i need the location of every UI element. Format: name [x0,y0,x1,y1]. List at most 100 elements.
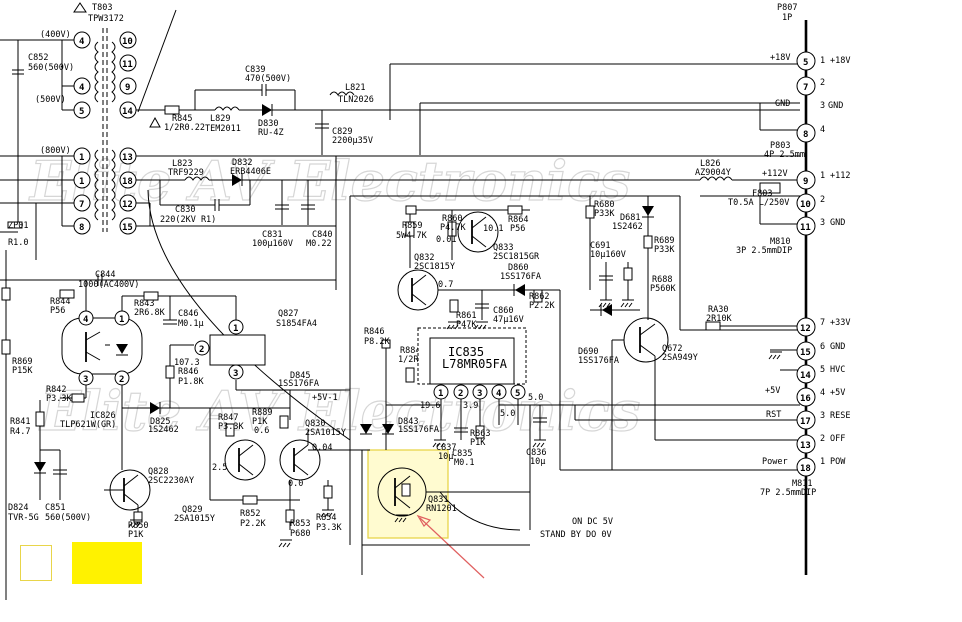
q828-ref: Q828 [148,467,168,477]
r860-val: P4.7K [440,223,466,233]
d690-val: 1SS176FA [578,356,619,366]
d824-ref: D824 [8,503,28,513]
f803-ref: F803 [752,189,772,199]
m811-ref: M811 [792,479,812,489]
t-pin-4: 4 [79,83,85,93]
conn-11: 11 [800,223,811,233]
svg-text:RESE: RESE [830,411,850,421]
c831-ref: C831 [262,230,282,240]
warning-triangle-icon-2 [149,116,161,128]
ic835-body [429,337,515,385]
d830-val: RU-4Z [258,128,284,138]
svg-text:3: 3 [820,218,825,228]
r863-val: P1K [470,438,486,448]
q832-val: 2SC1815Y [414,262,455,272]
svg-text:4: 4 [820,388,825,398]
t-pin-11: 11 [122,60,133,70]
l829-ref: L829 [210,114,230,124]
r841-ref: R841 [10,417,30,427]
r869-ref: R869 [12,357,32,367]
q828-val: 2SC2230AY [148,476,194,486]
conn-18: 18 [800,464,811,474]
svg-text:7: 7 [820,318,825,328]
r843-val: 2R6.8K [134,308,166,318]
svg-text:+33V: +33V [830,318,850,328]
ic826-ref: IC826 [90,411,116,421]
c852-ref: C852 [28,53,48,63]
r680-val: P33K [594,209,615,219]
m810-ref: M810 [770,237,790,247]
r859-ref: R859 [402,221,422,231]
r853-ref: R853 [290,519,310,529]
t-pin-4a: 4 [79,37,85,47]
v196-label: 19.6 [420,401,440,411]
r688-val: P560K [650,284,676,294]
r844-ref: R844 [50,297,70,307]
r852-ref: R852 [240,509,260,519]
d690-ref: D690 [578,347,598,357]
d843-val: 1SS176FA [398,425,439,435]
p803-type: 4P 2.5mm [764,150,805,160]
d681-val: 1S2462 [612,222,643,232]
c831-val: 100μ160V [252,239,293,249]
highlight-box-filled [72,542,142,584]
ic835-pin1: 1 [438,389,443,399]
transformer-t803: T803 TPW3172 10 11 9 14 13 18 12 15 4 4 … [35,2,137,235]
svg-text:4: 4 [820,125,825,135]
d860-val: 1SS176FA [500,272,541,282]
c829-val: 2200μ35V [332,136,373,146]
r850-val: P1K [128,530,144,540]
conn-13: 13 [800,441,811,451]
label-rst: RST [766,410,781,420]
r841-val: R4.7 [10,427,30,437]
ic835-pin2: 2 [458,389,463,399]
ic826-pin2: 2 [119,375,124,385]
r862-ref: R862 [529,292,549,302]
r842-ref: R842 [46,385,66,395]
conn-17: 17 [800,417,811,427]
ic835-val: L78MR05FA [442,357,508,371]
ic835-pin4: 4 [496,389,502,399]
m810-type: 3P 2.5mmDIP [736,246,792,256]
r843-ref: R843 [134,299,154,309]
c839-ref: C839 [245,65,265,75]
r689-ref: R689 [654,236,674,246]
d824-val: TVR-5G [8,513,39,523]
zp01-val: R1.0 [8,238,28,248]
l823-val: TRF9229 [168,168,204,178]
svg-text:5: 5 [820,365,825,375]
c860-ref: C860 [493,306,513,316]
v004-label: 0.04 [312,443,332,453]
conn-16: 16 [800,394,811,404]
c840-val: M0.22 [306,239,332,249]
svg-text:6: 6 [820,342,825,352]
d832-val: ERB4406E [230,167,271,177]
warning-triangle-icon [73,2,87,13]
c836-val: 10μ [530,457,545,467]
t-pin-9: 9 [125,83,130,93]
v1073-label: 107.3 [174,358,200,368]
q829-ref: Q829 [182,505,202,515]
c836-ref: C836 [526,448,546,458]
c840-ref: C840 [312,230,332,240]
t-pin-5: 5 [79,107,84,117]
ic826-optocoupler: 4 1 3 2 [61,310,143,386]
t-pin-7: 7 [79,200,84,210]
svg-text:1: 1 [820,56,825,66]
r861-val: P47K [456,320,477,330]
q831-val: RN1201 [426,504,457,514]
q832-ref: Q832 [414,253,434,263]
t-pin-10: 10 [122,37,133,47]
r680-ref: R680 [594,200,614,210]
p807-type: 1P [782,13,792,23]
tap-800v: (800V) [40,146,71,156]
ic835-pin5: 5 [515,389,520,399]
r861-ref: R861 [456,311,476,321]
r860-ref: R860 [442,214,462,224]
svg-text:GND: GND [828,101,843,111]
ra30-ref: RA30 [708,305,728,315]
r688-ref: R688 [652,275,672,285]
p807-ref: P807 [777,3,797,13]
q672-val: 2SA949Y [662,353,698,363]
conn-2-num: 2 [820,78,825,88]
